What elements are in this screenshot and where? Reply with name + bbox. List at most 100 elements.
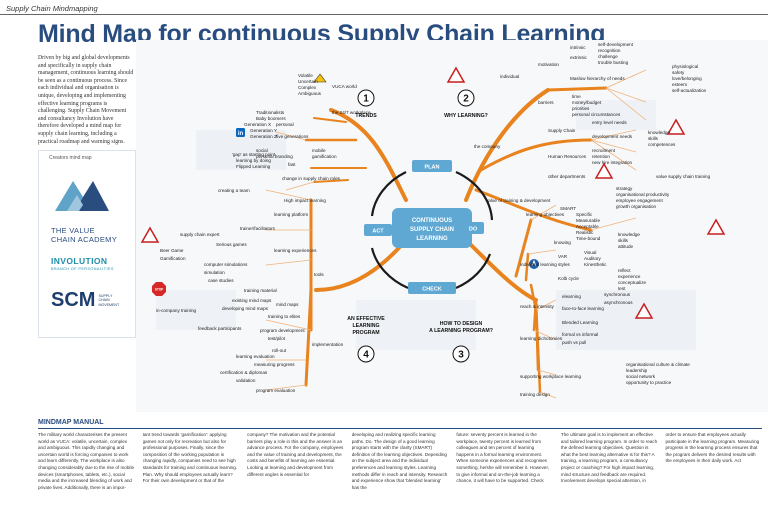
- svg-text:Realistic: Realistic: [576, 230, 594, 235]
- svg-text:DO: DO: [469, 227, 478, 233]
- svg-text:employee engagement: employee engagement: [616, 198, 663, 203]
- mind-map: CONTINUOUS SUPPLY CHAIN LEARNING PLAN DO…: [136, 40, 768, 412]
- svg-text:money/budget: money/budget: [572, 100, 602, 105]
- svg-text:LEARNING: LEARNING: [352, 323, 379, 329]
- svg-text:Traditionalists: Traditionalists: [256, 110, 285, 115]
- vuca-sign-icon: [313, 73, 327, 83]
- svg-text:Generation Z: Generation Z: [250, 134, 277, 139]
- svg-text:conceptualize: conceptualize: [618, 280, 647, 285]
- svg-text:SUPPLY CHAIN: SUPPLY CHAIN: [410, 227, 454, 233]
- svg-text:WHY LEARNING?: WHY LEARNING?: [444, 113, 488, 119]
- svg-text:self-actualization: self-actualization: [672, 88, 707, 93]
- svg-text:love/belonging: love/belonging: [672, 76, 702, 81]
- svg-text:other departments: other departments: [548, 174, 586, 179]
- svg-text:test: test: [618, 286, 626, 291]
- involution-logo: INVOLUTION: [51, 256, 108, 266]
- svg-text:simulation: simulation: [204, 270, 225, 275]
- value-chain-academy-logo-icon: [55, 181, 109, 211]
- svg-text:validation: validation: [236, 378, 256, 383]
- svg-text:training to elites: training to elites: [268, 314, 301, 319]
- svg-text:Kolb cycle: Kolb cycle: [558, 276, 579, 281]
- svg-text:Beer Game: Beer Game: [160, 248, 184, 253]
- quadrant-why-learning: 2 WHY LEARNING?: [444, 89, 488, 119]
- svg-text:formal vs informal: formal vs informal: [562, 332, 598, 337]
- svg-text:3: 3: [458, 350, 464, 361]
- phase-check: CHECK: [408, 282, 456, 294]
- svg-text:gamification: gamification: [312, 154, 337, 159]
- svg-text:Serious games: Serious games: [216, 242, 247, 247]
- svg-text:knowledge: knowledge: [648, 130, 670, 135]
- svg-text:TRENDS: TRENDS: [355, 113, 377, 119]
- section-tag: Supply Chain Mindmapping: [6, 4, 98, 13]
- svg-text:Baby boomers: Baby boomers: [256, 116, 286, 121]
- svg-text:implementation: implementation: [312, 342, 344, 347]
- svg-text:growth organisation: growth organisation: [616, 204, 657, 209]
- svg-text:leadership: leadership: [626, 368, 648, 373]
- svg-text:learning experiences: learning experiences: [274, 248, 317, 253]
- svg-text:personal circumstances: personal circumstances: [572, 112, 621, 117]
- svg-text:organisational productivity: organisational productivity: [616, 192, 670, 197]
- svg-text:asynchronous: asynchronous: [604, 300, 633, 305]
- svg-text:recruitment: recruitment: [592, 148, 616, 153]
- svg-text:certification & diplomas: certification & diplomas: [220, 370, 268, 375]
- svg-text:tools: tools: [314, 272, 324, 277]
- svg-text:social network: social network: [626, 374, 656, 379]
- svg-text:VUCA world: VUCA world: [332, 84, 357, 89]
- svg-text:motivation: motivation: [538, 62, 559, 67]
- svg-text:4: 4: [363, 350, 369, 361]
- svg-text:developing mind maps: developing mind maps: [222, 306, 269, 311]
- svg-text:challenge: challenge: [598, 54, 618, 59]
- manual-column-5: future: seventy percent is learned in th…: [456, 432, 549, 484]
- svg-text:supply chain expert: supply chain expert: [180, 232, 220, 237]
- phase-act: ACT: [364, 224, 392, 236]
- leaf-connectors: [265, 69, 647, 399]
- phase-plan: PLAN: [412, 160, 452, 172]
- svg-text:Blended Learning: Blended Learning: [562, 320, 598, 325]
- svg-text:case studies: case studies: [208, 278, 234, 283]
- svg-text:program development: program development: [260, 328, 305, 333]
- manual-column-7: order to ensure that employees actually …: [665, 432, 760, 464]
- svg-text:Time-bound: Time-bound: [576, 236, 601, 241]
- svg-text:individual: individual: [500, 74, 519, 79]
- svg-text:new hire integration: new hire integration: [592, 160, 633, 165]
- svg-text:Supply Chain: Supply Chain: [548, 128, 576, 133]
- road-sign-icon: [529, 259, 539, 269]
- svg-text:change in supply chain roles: change in supply chain roles: [282, 176, 341, 181]
- manual-columns: The military world characterises the pre…: [38, 432, 762, 507]
- svg-text:organisational culture & clima: organisational culture & climate: [626, 362, 690, 367]
- svg-text:training material: training material: [244, 288, 277, 293]
- svg-text:learning objectives: learning objectives: [526, 212, 565, 217]
- svg-text:Kinesthetic: Kinesthetic: [584, 262, 607, 267]
- svg-text:creating a team: creating a team: [218, 188, 250, 193]
- value-chain-academy-name: THE VALUE CHAIN ACADEMY: [51, 226, 117, 244]
- svg-text:Auditory: Auditory: [584, 256, 602, 261]
- quadrant-how-to-design: HOW TO DESIGN A LEARNING PROGRAM? 3: [429, 321, 493, 363]
- intro-paragraph: Driven by big and global developments an…: [38, 55, 134, 145]
- svg-text:knowledge: knowledge: [618, 232, 640, 237]
- svg-text:trouble busting: trouble busting: [598, 60, 629, 65]
- top-divider: [0, 14, 768, 15]
- svg-text:personal: personal: [276, 122, 294, 127]
- linkedin-icon: in: [236, 128, 245, 137]
- svg-text:Ambiguous: Ambiguous: [298, 91, 322, 96]
- manual-divider: [38, 428, 762, 429]
- svg-text:Generation Y: Generation Y: [250, 128, 277, 133]
- svg-text:roll-out: roll-out: [272, 348, 287, 353]
- svg-text:skills: skills: [648, 136, 659, 141]
- how-to-design-labels: learning objectives SMART Specific Measu…: [520, 206, 690, 397]
- svg-text:Flipped Learning: Flipped Learning: [236, 164, 271, 169]
- creators-panel: Creators mind map THE VALUE CHAIN ACADEM…: [38, 150, 136, 338]
- svg-text:skills: skills: [618, 238, 629, 243]
- svg-text:value supply chain training: value supply chain training: [656, 174, 711, 179]
- svg-text:VAR: VAR: [558, 254, 568, 259]
- svg-text:entry level needs: entry level needs: [592, 120, 627, 125]
- svg-text:existing mind maps: existing mind maps: [232, 298, 272, 303]
- svg-text:push vs pull: push vs pull: [562, 340, 586, 345]
- mind-map-canvas: CONTINUOUS SUPPLY CHAIN LEARNING PLAN DO…: [136, 40, 768, 412]
- svg-text:the 24/7 workplace: the 24/7 workplace: [332, 110, 371, 115]
- svg-text:learning dichotomies: learning dichotomies: [520, 336, 563, 341]
- phase-do: DO: [462, 222, 484, 234]
- manual-column-2: tant trend towards 'gamification': apply…: [142, 432, 238, 484]
- svg-text:Human Resources: Human Resources: [548, 154, 587, 159]
- svg-text:learning platform: learning platform: [274, 212, 308, 217]
